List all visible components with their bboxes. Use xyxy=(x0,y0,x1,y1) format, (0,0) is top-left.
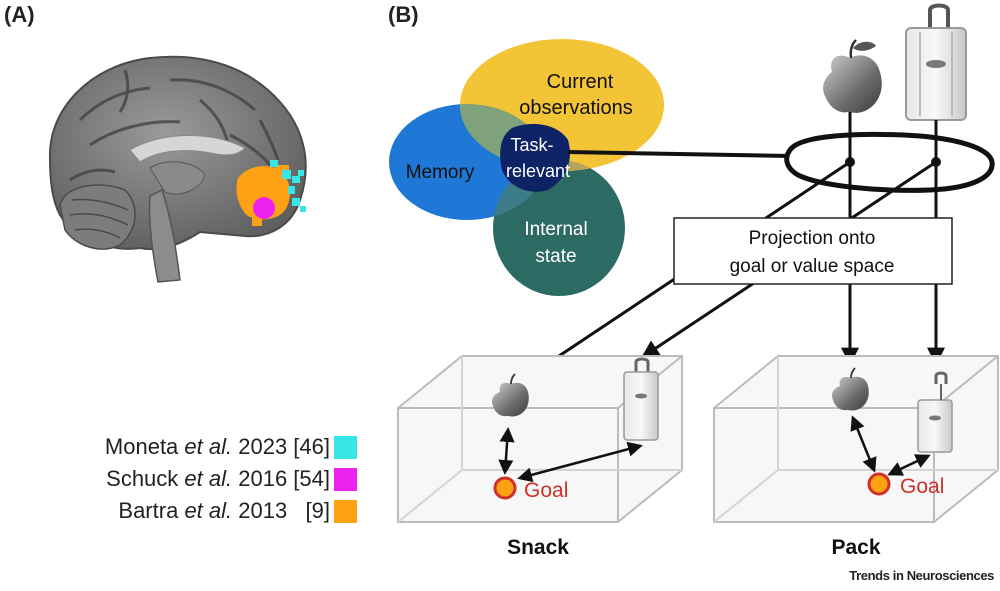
current-observations-label-1: Current xyxy=(547,71,614,93)
distance-arrows xyxy=(498,415,931,483)
snack-suitcase-icon xyxy=(623,357,659,441)
legend-item-moneta: Moneta et al. 2023 [46] xyxy=(104,434,330,459)
internal-state-label-2: state xyxy=(535,246,576,267)
snack-goal-label: Goal xyxy=(524,479,568,502)
pack-goal-marker xyxy=(867,472,891,496)
panel-b-label: (B) xyxy=(388,2,419,27)
projection-label-2: goal or value space xyxy=(730,256,895,277)
snack-goal-marker xyxy=(493,476,517,500)
current-observations-label-2: observations xyxy=(519,97,632,119)
pack-apple-icon xyxy=(831,367,869,411)
memory-label: Memory xyxy=(406,162,475,183)
projection-label-1: Projection onto xyxy=(749,228,876,249)
suitcase-icon xyxy=(905,3,967,121)
legend-item-schuck: Schuck et al. 2016 [54] xyxy=(106,466,330,491)
snack-title: Snack xyxy=(507,536,569,559)
task-relevant-label-1: Task- xyxy=(510,135,553,155)
snack-apple-icon xyxy=(491,373,529,417)
projection-box xyxy=(673,217,953,285)
activation-schuck xyxy=(253,197,275,219)
task-relevant-label-2: relevant xyxy=(506,161,570,181)
feature-selection-loop xyxy=(784,131,995,193)
activation-moneta xyxy=(270,160,306,212)
panel-a-label: (A) xyxy=(4,2,35,27)
pack-title: Pack xyxy=(831,536,880,559)
pack-goal-label: Goal xyxy=(900,475,944,498)
pack-suitcase-icon xyxy=(917,371,953,453)
legend-swatch-orange xyxy=(334,500,357,523)
legend-swatch-cyan xyxy=(334,436,357,459)
legend-item-bartra: Bartra et al. 2013 [9] xyxy=(118,498,330,523)
task-connector-line xyxy=(567,150,791,158)
task-relevant-region xyxy=(500,124,570,192)
internal-state-label-1: Internal xyxy=(524,219,587,240)
brain-sagittal-image xyxy=(48,55,307,283)
journal-credit: Trends in Neurosciences xyxy=(849,568,994,583)
apple-icon xyxy=(823,39,882,113)
legend-swatch-magenta xyxy=(334,468,357,491)
venn-diagram: Current observations Memory Task- releva… xyxy=(389,39,664,296)
